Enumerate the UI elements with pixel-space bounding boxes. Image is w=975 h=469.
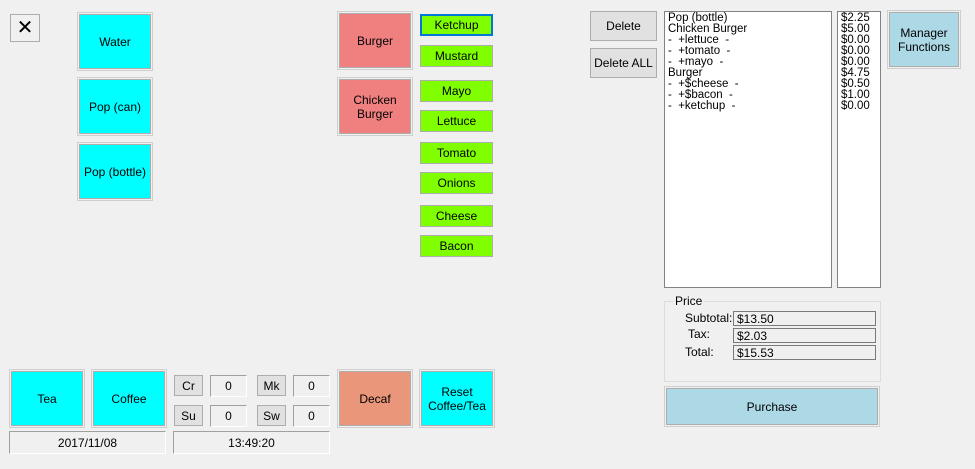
order-item[interactable]: Chicken Burger — [668, 23, 748, 35]
order-item[interactable]: - +ketchup - — [668, 100, 736, 112]
close-icon: ✕ — [16, 17, 34, 39]
condiment-mayo[interactable]: Mayo — [420, 80, 493, 102]
order-item[interactable]: - +$cheese - — [668, 78, 739, 90]
purchase-button[interactable]: Purchase — [664, 386, 880, 427]
tax-label: Tax: — [688, 327, 711, 341]
cream-count: 0 — [210, 375, 247, 397]
burger-button[interactable]: Burger — [337, 11, 413, 70]
condiment-lettuce[interactable]: Lettuce — [420, 110, 493, 132]
condiment-mustard[interactable]: Mustard — [420, 45, 493, 67]
delete-button[interactable]: Delete — [590, 11, 657, 41]
order-item[interactable]: - +lettuce - — [668, 34, 730, 46]
condiment-cheese[interactable]: Cheese — [420, 205, 493, 227]
order-item[interactable]: - +$bacon - — [668, 89, 733, 101]
order-price[interactable]: $1.00 — [841, 89, 870, 101]
total-field: $15.53 — [733, 345, 876, 360]
order-item[interactable]: - +tomato - — [668, 45, 731, 57]
order-price[interactable]: $0.00 — [841, 100, 870, 112]
water-button[interactable]: Water — [77, 12, 153, 71]
delete-all-button[interactable]: Delete ALL — [590, 48, 657, 78]
order-price[interactable]: $0.00 — [841, 45, 870, 57]
condiment-tomato[interactable]: Tomato — [420, 142, 493, 164]
condiment-bacon[interactable]: Bacon — [420, 235, 493, 257]
manager-functions-button[interactable]: Manager Functions — [887, 10, 961, 69]
pop-can-button[interactable]: Pop (can) — [77, 77, 153, 136]
pop-bottle-button[interactable]: Pop (bottle) — [77, 142, 153, 201]
sweetener-count: 0 — [293, 405, 330, 427]
milk-count: 0 — [293, 375, 330, 397]
time-display: 13:49:20 — [173, 431, 330, 454]
order-price[interactable]: $0.50 — [841, 78, 870, 90]
order-price[interactable]: $5.00 — [841, 23, 870, 35]
order-price[interactable]: $0.00 — [841, 56, 870, 68]
date-display: 2017/11/08 — [9, 431, 166, 454]
order-prices-list[interactable]: $2.25$5.00$0.00$0.00$0.00$4.75$0.50$1.00… — [837, 11, 881, 288]
chicken-burger-button[interactable]: Chicken Burger — [337, 77, 413, 136]
close-button[interactable]: ✕ — [10, 14, 40, 42]
order-item[interactable]: - +mayo - — [668, 56, 724, 68]
order-item[interactable]: Burger — [668, 67, 703, 79]
sugar-count: 0 — [210, 405, 247, 427]
subtotal-label: Subtotal: — [685, 311, 733, 325]
milk-button[interactable]: Mk — [257, 375, 286, 396]
order-price[interactable]: $2.25 — [841, 12, 870, 24]
order-price[interactable]: $4.75 — [841, 67, 870, 79]
price-group: Price Subtotal: $13.50 Tax: $2.03 Total:… — [664, 294, 881, 382]
condiment-ketchup[interactable]: Ketchup — [420, 14, 493, 36]
sweetener-button[interactable]: Sw — [257, 405, 286, 426]
sugar-button[interactable]: Su — [174, 405, 203, 426]
price-legend: Price — [673, 294, 705, 308]
subtotal-field: $13.50 — [733, 311, 876, 326]
coffee-button[interactable]: Coffee — [91, 369, 167, 428]
order-item[interactable]: Pop (bottle) — [668, 12, 728, 24]
order-items-list[interactable]: Pop (bottle)Chicken Burger- +lettuce -- … — [664, 11, 832, 288]
tax-field: $2.03 — [733, 328, 876, 343]
condiment-onions[interactable]: Onions — [420, 172, 493, 194]
total-label: Total: — [685, 345, 714, 359]
decaf-button[interactable]: Decaf — [337, 369, 413, 428]
tea-button[interactable]: Tea — [9, 369, 85, 428]
reset-coffee-tea-button[interactable]: Reset Coffee/Tea — [419, 369, 495, 428]
cream-button[interactable]: Cr — [174, 375, 203, 396]
order-price[interactable]: $0.00 — [841, 34, 870, 46]
